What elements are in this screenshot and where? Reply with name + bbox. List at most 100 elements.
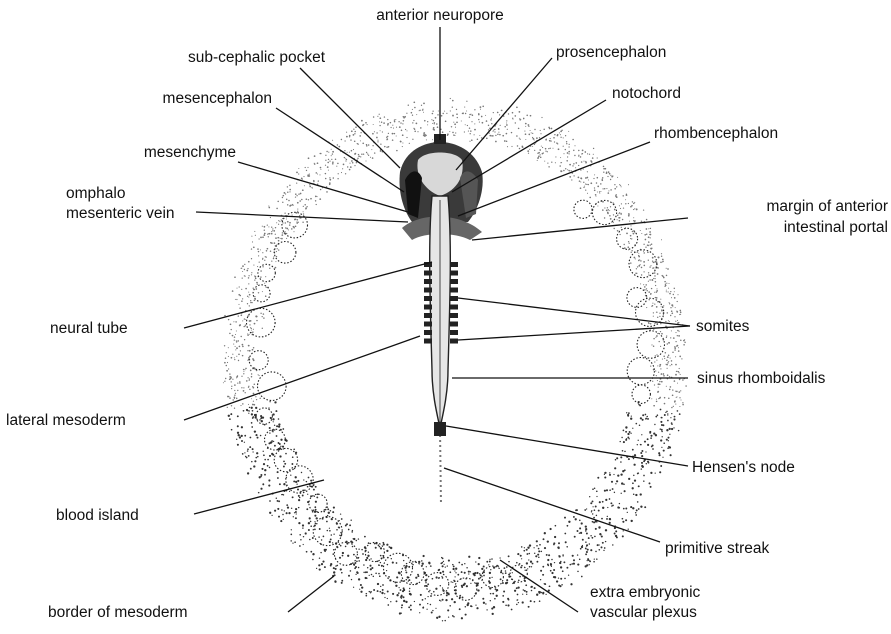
stipple-dot — [661, 373, 662, 374]
stipple-dot — [354, 133, 355, 134]
plexus-cell — [256, 408, 272, 424]
stipple-dot — [482, 106, 484, 108]
stipple-dot — [632, 428, 633, 429]
stipple-dot — [423, 103, 425, 105]
stipple-dot — [474, 109, 475, 110]
stipple-dot — [442, 113, 443, 114]
stipple-dot — [560, 561, 562, 563]
stipple-dot — [669, 293, 671, 295]
stipple-dot — [670, 307, 671, 308]
stipple-dot — [656, 401, 658, 403]
stipple-dot — [661, 306, 662, 307]
stipple-dot — [604, 188, 605, 189]
stipple-dot — [234, 390, 235, 391]
stipple-dot — [625, 508, 627, 510]
stipple-dot — [353, 563, 355, 565]
stipple-dot — [251, 332, 252, 333]
stipple-dot — [314, 155, 316, 157]
stipple-dot — [605, 529, 607, 531]
stipple-dot — [236, 398, 238, 400]
stipple-dot — [531, 590, 533, 592]
stipple-dot — [461, 586, 463, 588]
stipple-dot — [666, 335, 667, 336]
stipple-dot — [296, 221, 297, 222]
stipple-dot — [528, 126, 529, 127]
stipple-dot — [312, 553, 314, 555]
stipple-dot — [234, 397, 236, 399]
stipple-dot — [671, 330, 672, 331]
stipple-dot — [249, 294, 251, 296]
stipple-dot — [627, 437, 629, 439]
stipple-dot — [323, 511, 325, 513]
stipple-dot — [596, 182, 598, 184]
stipple-dot — [660, 299, 661, 300]
stipple-dot — [254, 231, 255, 232]
stipple-dot — [347, 166, 348, 167]
stipple-dot — [620, 185, 621, 186]
stipple-dot — [530, 130, 531, 131]
stipple-dot — [530, 115, 532, 117]
stipple-dot — [262, 316, 263, 317]
stipple-dot — [293, 227, 295, 229]
stipple-dot — [564, 533, 566, 535]
stipple-dot — [427, 121, 428, 122]
stipple-dot — [234, 339, 235, 340]
stipple-dot — [367, 153, 368, 154]
stipple-dot — [257, 284, 258, 285]
stipple-dot — [550, 528, 552, 530]
stipple-dot — [656, 335, 658, 337]
stipple-dot — [607, 207, 608, 208]
stipple-dot — [394, 121, 396, 123]
stipple-dot — [485, 603, 486, 604]
stipple-dot — [363, 564, 365, 566]
stipple-dot — [231, 386, 232, 387]
stipple-dot — [264, 469, 266, 471]
stipple-dot — [525, 133, 527, 135]
stipple-dot — [386, 544, 388, 546]
stipple-dot — [461, 564, 463, 566]
stipple-dot — [594, 187, 595, 188]
stipple-dot — [244, 318, 245, 319]
stipple-dot — [249, 320, 251, 322]
stipple-dot — [380, 562, 381, 563]
stipple-dot — [513, 119, 514, 120]
leader-blood-island — [194, 480, 324, 514]
stipple-dot — [366, 577, 368, 579]
stipple-dot — [358, 557, 360, 559]
stipple-dot — [251, 407, 253, 409]
stipple-dot — [675, 404, 676, 405]
stipple-dot — [400, 122, 401, 123]
stipple-dot — [408, 606, 410, 608]
stipple-dot — [332, 151, 334, 153]
stipple-dot — [667, 368, 668, 369]
stipple-dot — [608, 192, 610, 194]
stipple-dot — [563, 561, 565, 563]
stipple-dot — [252, 404, 254, 406]
stipple-dot — [289, 222, 291, 224]
stipple-dot — [271, 227, 272, 228]
stipple-dot — [243, 410, 245, 412]
stipple-dot — [649, 234, 650, 235]
stipple-dot — [594, 174, 595, 175]
stipple-dot — [597, 177, 599, 179]
stipple-dot — [256, 320, 257, 321]
stipple-dot — [661, 417, 663, 419]
stipple-dot — [568, 131, 569, 132]
stipple-dot — [446, 592, 448, 594]
stipple-dot — [570, 564, 572, 566]
stipple-dot — [641, 434, 642, 435]
stipple-dot — [528, 134, 530, 136]
stipple-dot — [294, 512, 295, 513]
stipple-dot — [387, 136, 388, 137]
stipple-dot — [666, 359, 668, 361]
stipple-dot — [628, 241, 629, 242]
stipple-dot — [262, 266, 263, 267]
stipple-dot — [680, 312, 682, 314]
stipple-dot — [652, 381, 653, 382]
stipple-dot — [249, 378, 250, 379]
stipple-dot — [253, 359, 255, 361]
stipple-dot — [431, 612, 433, 614]
stipple-dot — [468, 573, 469, 574]
stipple-dot — [392, 125, 393, 126]
stipple-dot — [288, 200, 290, 202]
